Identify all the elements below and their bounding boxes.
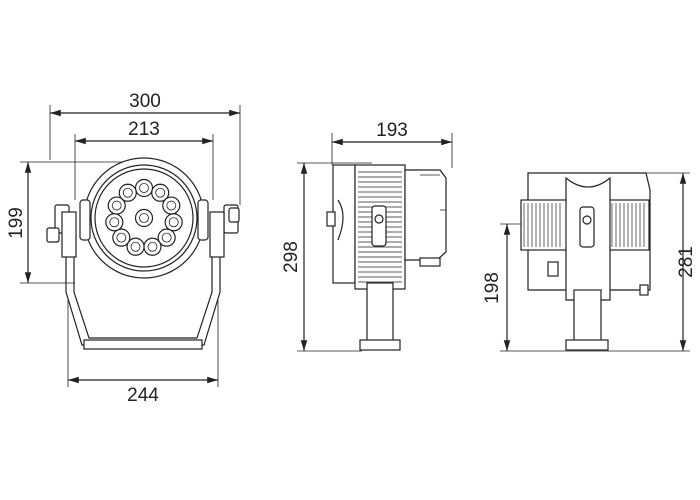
dim-front-height: 199 [6, 207, 27, 239]
led-10 [105, 213, 124, 232]
led-11 [107, 196, 126, 215]
back-knob [579, 206, 595, 248]
side-view: 193 298 [281, 120, 453, 352]
dim-side-total-height: 298 [281, 241, 302, 273]
side-foot [359, 339, 401, 351]
dim-back-total-height: 281 [676, 246, 697, 278]
led-5 [164, 213, 183, 232]
led-3 [151, 183, 170, 202]
dim-front-outer-width: 300 [129, 91, 161, 112]
led-6 [157, 228, 176, 247]
back-view: 281 198 [482, 172, 697, 352]
back-stand [573, 289, 602, 343]
led-9 [112, 228, 131, 247]
dim-back-bracket-height: 198 [482, 272, 503, 304]
led-7 [143, 237, 162, 256]
led-2 [134, 178, 154, 198]
led-8 [126, 237, 145, 256]
front-view: 300 213 199 244 [6, 91, 241, 406]
dim-side-depth: 193 [376, 120, 408, 141]
led-4 [162, 196, 181, 215]
side-stand [366, 282, 394, 344]
led-1 [134, 208, 154, 228]
led-12 [118, 183, 137, 202]
dim-front-bracket-width: 244 [127, 385, 159, 406]
back-foot [565, 339, 609, 351]
side-rear-housing [404, 169, 447, 261]
side-front-ring [332, 164, 356, 284]
side-knob [371, 205, 387, 247]
dim-front-lens-width: 213 [128, 119, 160, 140]
led-array [105, 178, 183, 256]
